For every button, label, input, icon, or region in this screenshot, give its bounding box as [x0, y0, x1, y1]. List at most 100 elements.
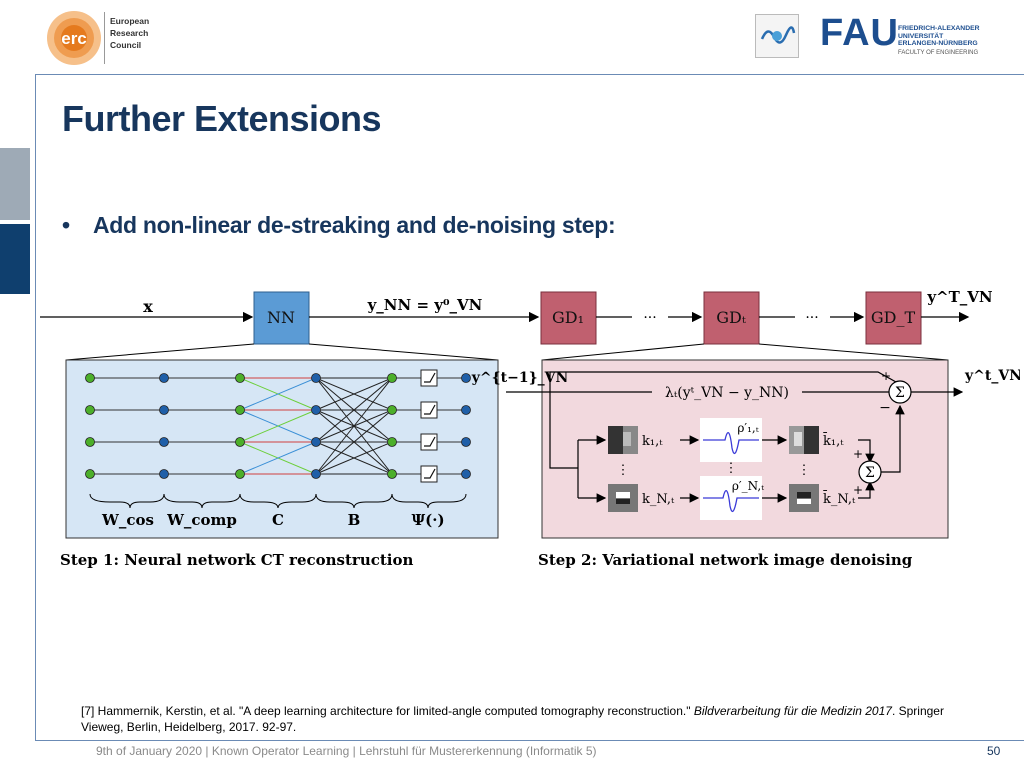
step2-input-label: y^{t−1}_VN	[471, 370, 569, 386]
step2-output-label: y^t_VN	[964, 368, 1020, 384]
edge-b	[315, 377, 393, 443]
network-node	[461, 437, 471, 447]
network-node	[387, 437, 397, 447]
relu-box	[420, 433, 438, 451]
fau-faculty: FACULTY OF ENGINEERING	[898, 50, 979, 56]
fau-university-name: FRIEDRICH-ALEXANDER UNIVERSITÄT ERLANGEN…	[898, 25, 980, 48]
erc-name: European Research Council	[110, 15, 149, 51]
network-node	[85, 469, 95, 479]
network-node	[235, 437, 245, 447]
erc-line-1: European	[110, 16, 150, 26]
zoom-line-right-1	[541, 343, 705, 361]
network-node	[85, 437, 95, 447]
network-node	[387, 405, 397, 415]
activation-plot-1	[700, 418, 762, 462]
network-node	[159, 437, 169, 447]
network-node	[159, 469, 169, 479]
bullet-text: Add non-linear de-streaking and de-noisi…	[93, 212, 616, 238]
layer-label-c: C	[272, 511, 284, 529]
reference-tail: . Springer Vieweg, Berlin, Heidelberg, 2…	[81, 704, 944, 734]
fau-line-1: FRIEDRICH-ALEXANDER	[898, 25, 980, 32]
network-node	[159, 373, 169, 383]
erc-line-2: Research	[110, 28, 149, 38]
gd-dots-2: ···	[805, 310, 818, 326]
bracket-wcomp	[163, 493, 241, 509]
network-node	[85, 373, 95, 383]
intermediate-label: y_NN = y⁰_VN	[367, 296, 483, 314]
lab-emblem-icon	[755, 14, 799, 58]
zoom-line-left-2	[308, 343, 499, 361]
gd-box-T	[865, 291, 922, 345]
nn-box	[253, 291, 310, 345]
sum-bottom-symbol: Σ	[865, 465, 875, 481]
erc-line-3: Council	[110, 40, 142, 50]
activation-label-n: ρ′_N,ₜ	[732, 479, 764, 493]
relu-box	[420, 369, 438, 387]
layer-label-wcos: W_cos	[101, 511, 154, 529]
nn-label: NN	[267, 308, 295, 327]
sum-in-1	[858, 439, 875, 464]
slide-title: Further Extensions	[62, 98, 382, 139]
gd-box-t-label: GDₜ	[716, 308, 746, 327]
step1-caption: Step 1: Neural network CT reconstruction	[60, 551, 413, 569]
adjoint-label-n: k̄_N,ₜ	[822, 490, 856, 507]
architecture-diagram: x NN y_NN = y⁰_VN GD₁ ··· GDₜ ··· GD_T y…	[40, 288, 1020, 569]
layer-label-wcomp: W_comp	[166, 511, 237, 529]
network-node	[235, 373, 245, 383]
reference-citation: [7] Hammernik, Kerstin, et al. "A deep l…	[81, 703, 981, 735]
fau-line-3: ERLANGEN-NÜRNBERG	[898, 40, 978, 48]
edge-c-blue	[239, 377, 317, 411]
network-node	[311, 437, 321, 447]
zoom-line-left-1	[65, 343, 255, 361]
edge-c-green	[239, 409, 317, 443]
sum-in-n	[858, 480, 875, 499]
activation-label-1: ρ′₁,ₜ	[737, 421, 758, 435]
relu-icon	[424, 436, 436, 447]
filter-label-1: k₁,ₜ	[642, 434, 663, 449]
fau-logo: FAU	[820, 12, 899, 54]
left-divider	[35, 74, 36, 740]
input-label: x	[143, 297, 153, 316]
edge-b	[315, 441, 393, 475]
sum-top-symbol: Σ	[895, 385, 905, 401]
skip-path	[549, 371, 897, 392]
lambda-term: λₜ(yᵗ_VN − y_NN)	[665, 385, 789, 401]
reference-text: [7] Hammernik, Kerstin, et al. "A deep l…	[81, 704, 694, 718]
lambda-bg	[652, 380, 802, 402]
reference-journal: Bildverarbeitung für die Medizin 2017	[693, 704, 892, 718]
erc-divider	[104, 12, 105, 64]
gd-box-T-label: GD_T	[871, 308, 916, 327]
bracket-b	[315, 493, 393, 509]
network-node	[311, 469, 321, 479]
network-node	[159, 405, 169, 415]
vdots-adjoint: ⋮	[798, 463, 811, 478]
sum-feedback	[881, 404, 905, 473]
relu-box	[420, 465, 438, 483]
relu-icon	[424, 404, 436, 415]
network-node	[461, 469, 471, 479]
network-node	[235, 405, 245, 415]
side-tab	[0, 148, 30, 220]
filter-patch-1	[608, 426, 638, 454]
header-divider	[35, 74, 1024, 75]
relu-box	[420, 401, 438, 419]
erc-mark: erc	[61, 29, 87, 48]
activation-plot-n	[700, 476, 762, 520]
relu-icon	[424, 372, 436, 383]
adjoint-label-1: k̄₁,ₜ	[822, 432, 844, 449]
layer-label-b: B	[348, 511, 361, 529]
gd-box-1-label: GD₁	[552, 308, 584, 327]
plus-sign-bottom-1: +	[853, 447, 863, 461]
bracket-c	[239, 493, 317, 509]
step2-caption: Step 2: Variational network image denois…	[538, 551, 913, 569]
vdots-filters: ⋮	[617, 463, 630, 478]
plus-sign-top: +	[881, 369, 891, 383]
network-node	[311, 373, 321, 383]
output-label: y^T_VN	[926, 288, 993, 306]
footer-divider	[35, 740, 1024, 741]
edge-b	[315, 409, 393, 475]
zoom-line-right-2	[758, 343, 949, 361]
erc-star-icon: erc	[47, 11, 101, 65]
gd-box-t	[703, 291, 760, 345]
network-node	[85, 405, 95, 415]
